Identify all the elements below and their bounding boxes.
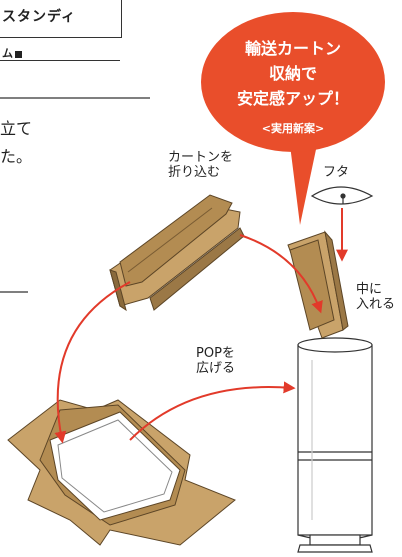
badge-note: <実用新案> bbox=[261, 122, 325, 135]
flow-arrows bbox=[54, 208, 348, 444]
lid bbox=[310, 186, 374, 205]
opened-carton bbox=[7, 399, 236, 546]
folded-carton bbox=[109, 194, 245, 312]
body-text-line-1: 立て bbox=[0, 119, 33, 138]
badge-headline: 輸送カートン 収納で 安定感アップ！ bbox=[203, 36, 383, 111]
page-title: スタンディ bbox=[2, 9, 77, 25]
label-fold-carton-1: カートンを bbox=[168, 150, 234, 165]
label-open-pop: POPを 広げる bbox=[196, 346, 235, 376]
tube-container bbox=[297, 337, 373, 553]
label-insert-2: 入れる bbox=[356, 297, 396, 312]
label-insert: 中に 入れる bbox=[356, 282, 395, 312]
inserted-carton bbox=[287, 230, 349, 339]
subtitle-rule bbox=[0, 60, 120, 62]
badge-line-3: 安定感アップ！ bbox=[236, 89, 349, 108]
header-box bbox=[0, 0, 122, 38]
square-bullet-icon bbox=[15, 50, 22, 58]
label-lid: フタ bbox=[323, 165, 350, 180]
label-insert-1: 中に bbox=[356, 282, 383, 297]
body-text-line-2: た。 bbox=[0, 147, 33, 166]
label-open-pop-1: POPを bbox=[196, 346, 235, 361]
page-subtitle: ム bbox=[2, 45, 22, 61]
subtitle-text: ム bbox=[2, 47, 13, 60]
badge-bubble bbox=[201, 12, 385, 225]
label-fold-carton-2: 折り込む bbox=[168, 165, 221, 180]
badge-line-1: 輸送カートン bbox=[244, 39, 341, 58]
label-open-pop-2: 広げる bbox=[196, 361, 236, 376]
label-fold-carton: カートンを 折り込む bbox=[168, 150, 233, 180]
badge-line-2: 収納で bbox=[268, 64, 317, 83]
